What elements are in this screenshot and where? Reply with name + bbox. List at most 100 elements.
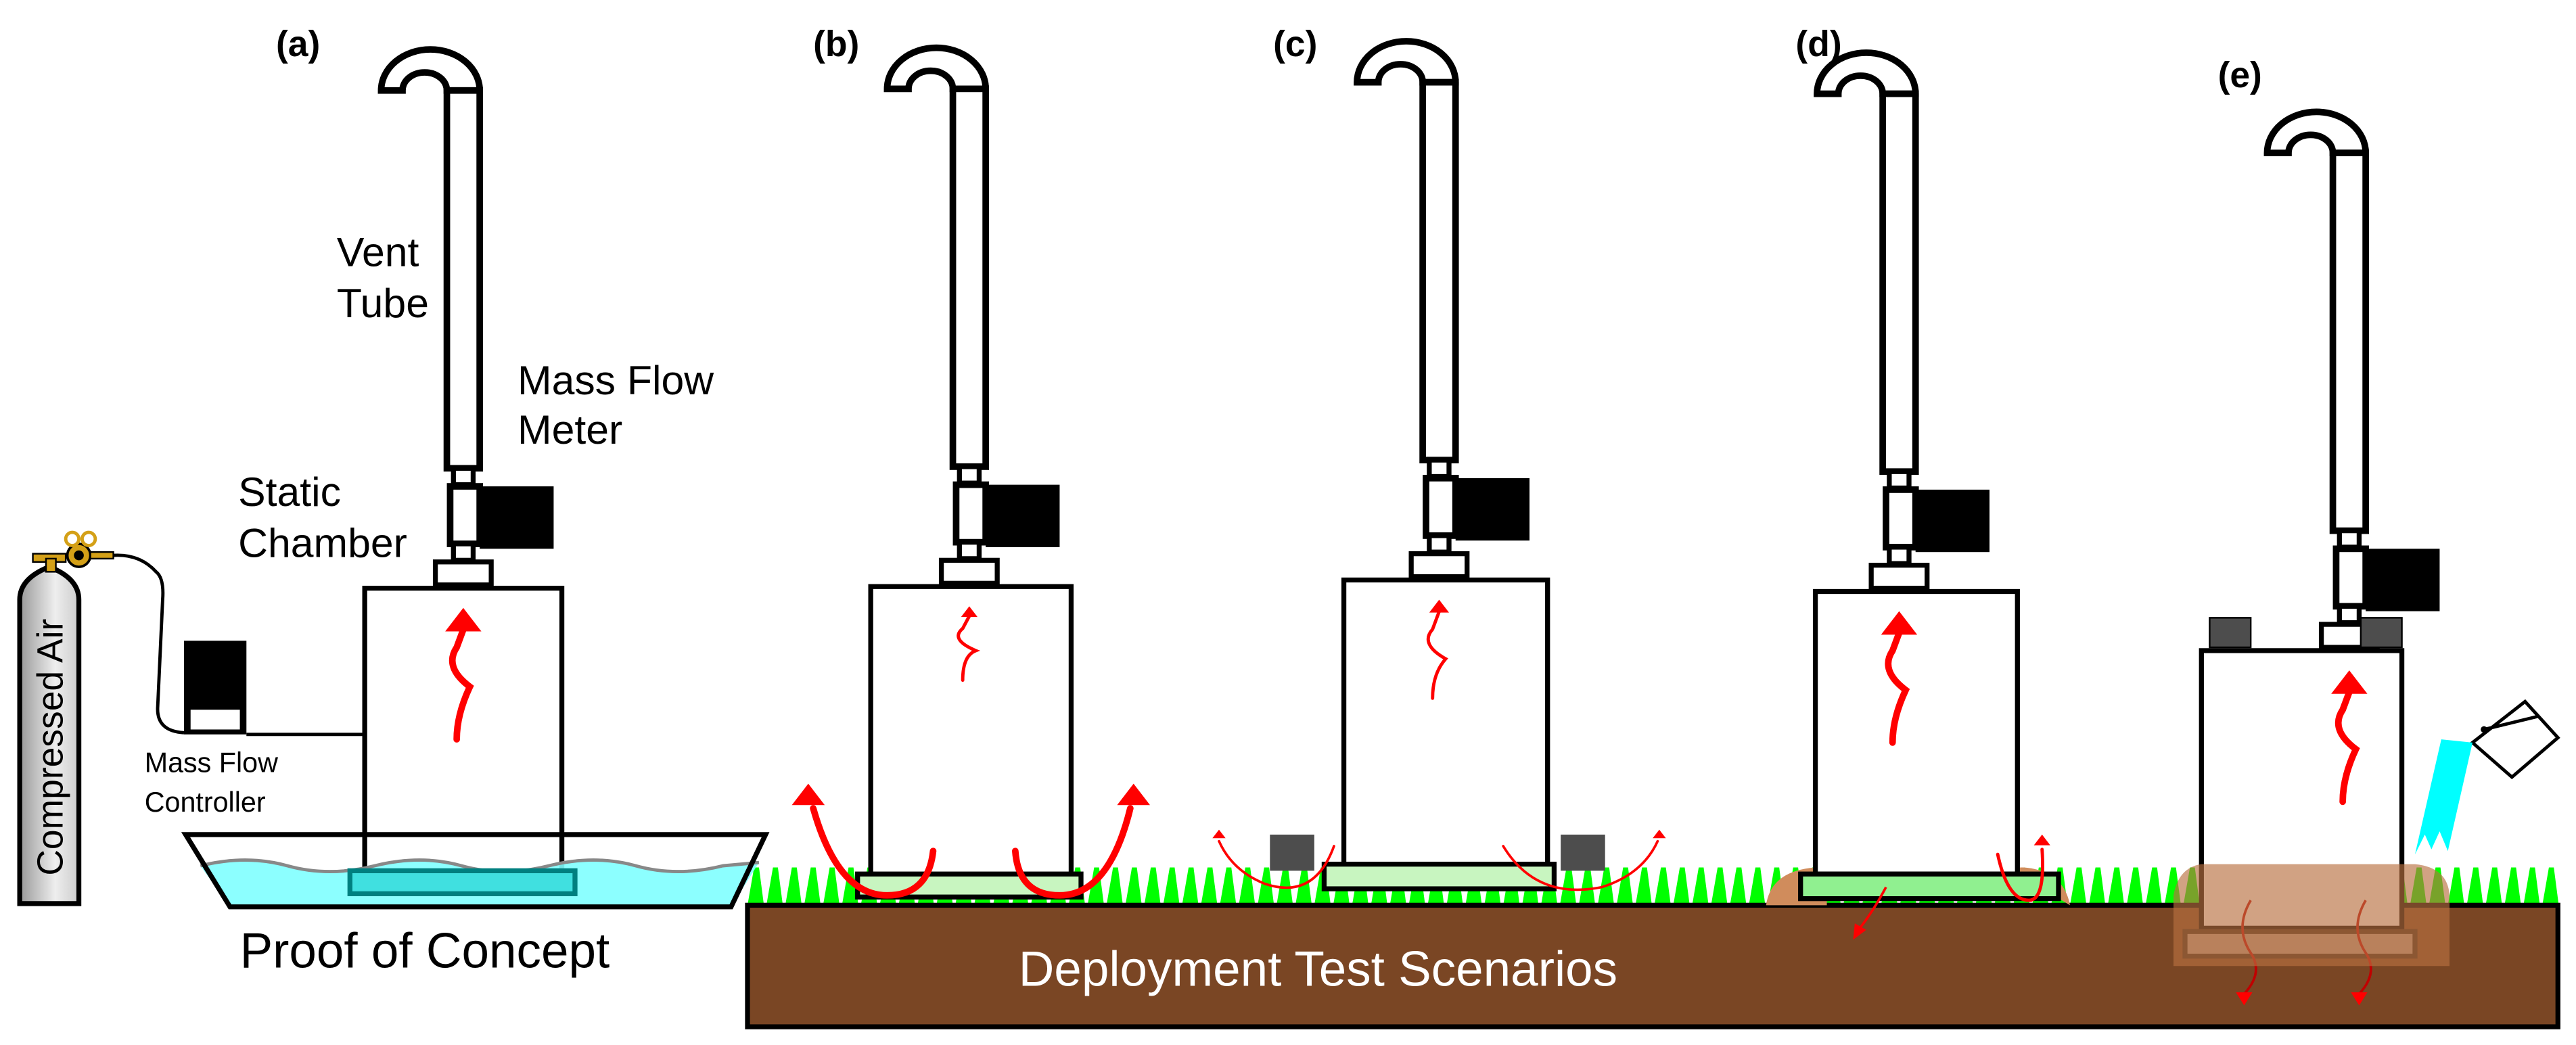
flux-arrow: [2334, 689, 2360, 806]
flux-arrow-head: [1881, 611, 1918, 635]
regulator-icon: [32, 530, 114, 573]
leak-arrow-right: [1996, 847, 2044, 902]
leak-arrow-right: [1502, 839, 1659, 891]
weight-block-left: [1270, 834, 1314, 871]
leak-arrow-left: [1218, 839, 1335, 889]
vent-tube: [443, 87, 483, 472]
water-basin: [181, 832, 770, 910]
grass-blade: [1125, 867, 1142, 906]
flux-arrow: [957, 614, 981, 682]
static-chamber: [362, 585, 565, 882]
vent-tube-label-1: Vent: [337, 229, 419, 275]
chamber-adapter: [1868, 562, 1930, 591]
static-chamber: [1341, 577, 1550, 868]
leak-arrow-left-head: [1212, 829, 1226, 839]
static-chamber-label-1: Static: [238, 469, 341, 515]
mass-flow-controller-label-2: Controller: [145, 787, 266, 818]
grass-blade: [1730, 867, 1747, 906]
grass-blade: [1711, 867, 1728, 906]
mass-flow-meter-body: [446, 483, 483, 547]
grass-blade: [1673, 867, 1690, 906]
grass-blade: [2447, 867, 2464, 906]
mass-flow-meter-label-2: Meter: [518, 407, 622, 452]
leak-arrow-right-head: [2033, 834, 2050, 845]
connector: [957, 464, 982, 486]
cylinder-label: Compressed Air: [30, 619, 70, 876]
mass-flow-meter-display: [2366, 549, 2440, 611]
watering-can-icon: [2415, 699, 2560, 855]
caption-deployment-test-scenarios: Deployment Test Scenarios: [1019, 942, 1617, 996]
grass-blade: [785, 867, 802, 906]
flux-arrow: [1426, 609, 1448, 700]
grass-blade: [1106, 867, 1123, 906]
vent-tube-hook: [2263, 108, 2370, 156]
grass-blade: [823, 867, 840, 906]
mass-flow-meter-body: [1883, 486, 1919, 551]
panel-label-a: (a): [276, 24, 320, 64]
grass-blade: [1616, 867, 1633, 906]
grass-blade: [1295, 867, 1312, 906]
chamber-collar: [1798, 871, 2061, 902]
vent-tube: [949, 85, 989, 470]
grass-blade: [1276, 867, 1293, 906]
grass-blade: [1144, 867, 1161, 906]
mass-flow-meter-body: [952, 481, 989, 546]
grass-blade: [2107, 867, 2125, 906]
flux-arrow-head: [2331, 670, 2368, 694]
grass-blade: [2126, 867, 2144, 906]
downward-leak-arrow: [1858, 886, 1887, 929]
connector: [957, 539, 982, 561]
chamber-adapter: [432, 559, 494, 588]
apparatus: [791, 44, 1150, 900]
panel-label-d: (d): [1795, 24, 1841, 64]
static-chamber-label-2: Chamber: [238, 520, 407, 566]
grass-blade: [2466, 867, 2483, 906]
downward-diffusion-arrow-head: [2351, 992, 2368, 1006]
grass-blade: [2542, 867, 2559, 906]
apparatus: [362, 46, 565, 882]
weight-block-right: [1561, 834, 1605, 871]
chamber-adapter: [938, 557, 1000, 586]
chamber-collar-submerged: [347, 868, 578, 896]
buried-trench-overlay: [2174, 864, 2450, 967]
basin-outline: [181, 832, 770, 910]
vent-tube-hook: [1814, 49, 1919, 97]
connector: [2337, 603, 2362, 626]
mass-flow-meter-display: [1455, 478, 1530, 541]
grass-blade: [2145, 867, 2162, 906]
weight-block-right-e: [2360, 617, 2403, 649]
leak-arrow-right-head: [1653, 829, 1666, 839]
apparatus: [1212, 38, 1666, 891]
chamber-collar: [1321, 861, 1557, 891]
grass-blade: [2523, 867, 2540, 906]
connector: [451, 541, 476, 563]
connector: [1887, 544, 1912, 566]
static-chamber: [868, 584, 1074, 879]
connector: [1427, 457, 1452, 480]
connector: [1427, 533, 1452, 555]
flux-arrow-head: [961, 606, 978, 618]
grass-blade: [2070, 867, 2087, 906]
vent-tube: [1419, 78, 1459, 464]
downward-diffusion-arrow-head: [2236, 992, 2253, 1006]
apparatus: [1798, 49, 2061, 940]
grass-blade: [1654, 867, 1671, 906]
grass-blade: [1559, 867, 1577, 906]
mass-flow-meter-display: [480, 486, 554, 549]
grass-blade: [1635, 867, 1652, 906]
caption-proof-of-concept: Proof of Concept: [240, 924, 610, 979]
grass-blade: [1182, 867, 1199, 906]
leak-arrow-right-head: [1117, 783, 1150, 806]
panel-label-c: (c): [1273, 24, 1317, 64]
vent-tube-hook: [1354, 38, 1459, 86]
grass-blade: [766, 867, 783, 906]
leak-arrow-right: [1011, 805, 1134, 899]
vent-tube: [2329, 149, 2369, 534]
mass-flow-meter-body: [1423, 475, 1459, 539]
flux-arrow-head: [1429, 599, 1449, 613]
grass-blade: [1749, 867, 1766, 906]
mass-flow-meter-body: [2332, 545, 2369, 610]
vent-tube-hook: [377, 46, 484, 94]
grass-blade: [2485, 867, 2502, 906]
